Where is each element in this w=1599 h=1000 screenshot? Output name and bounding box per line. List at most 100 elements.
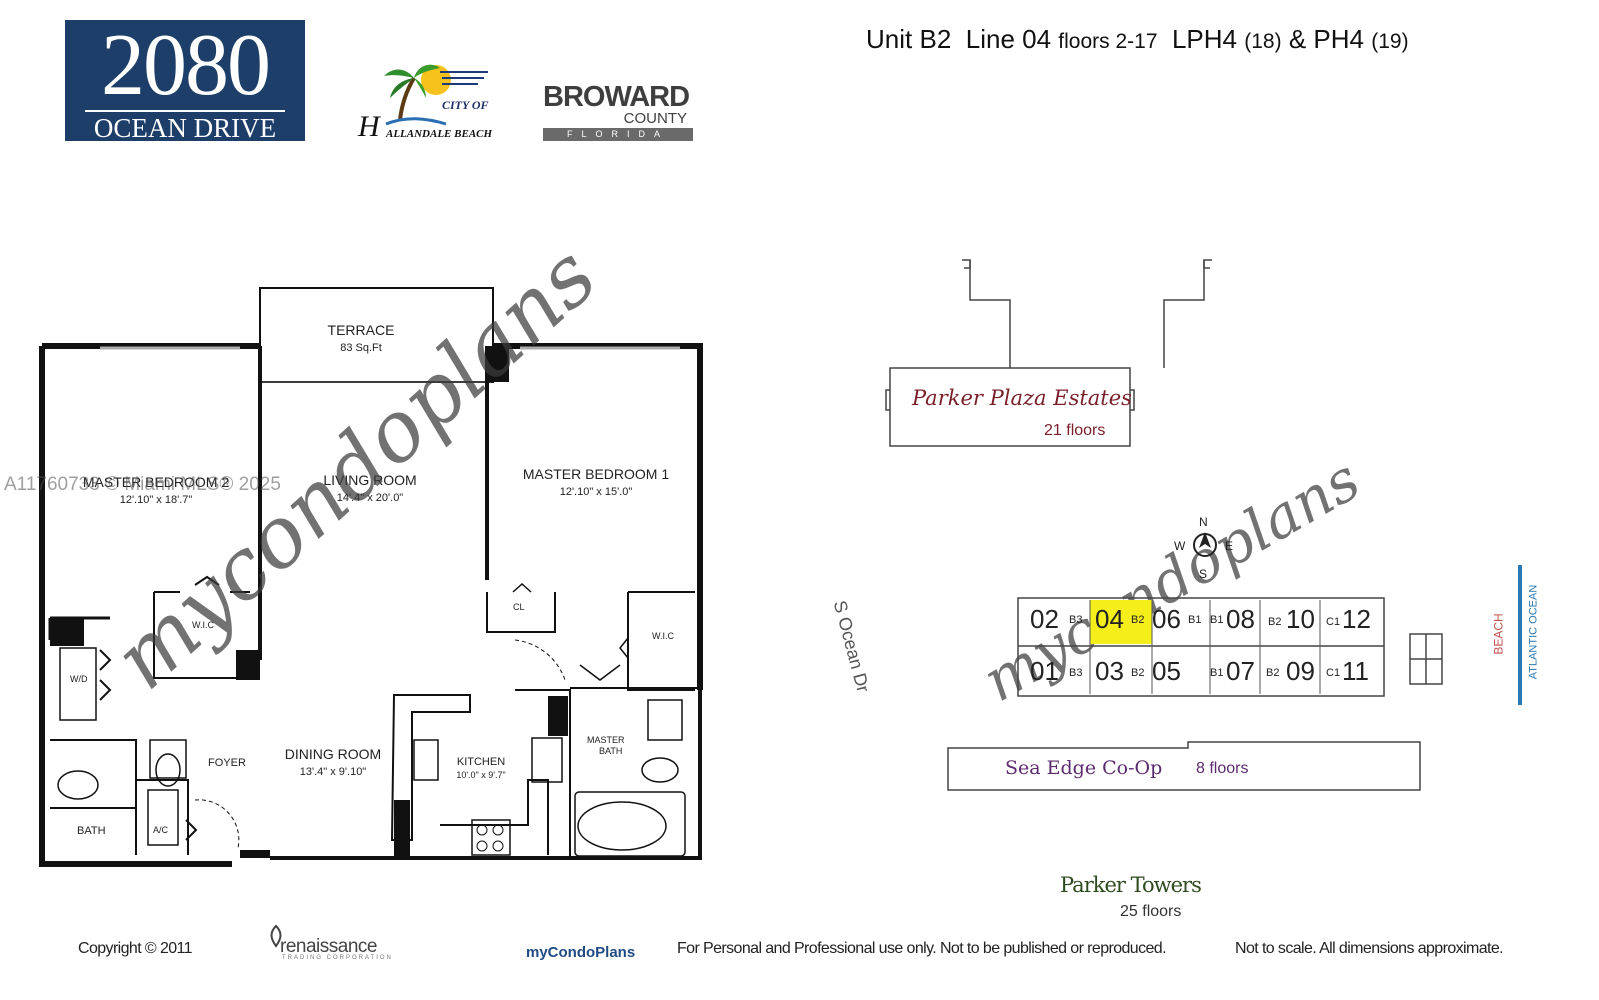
county-word: COUNTY <box>623 110 687 127</box>
room-name: LIVING ROOM <box>323 472 417 488</box>
parker-plaza-floors: 21 floors <box>1044 422 1106 439</box>
label-wic-left: W.I.C <box>192 620 214 630</box>
unit-number: 09 <box>1286 656 1315 686</box>
room-dims: 12'.10" x 15'.0" <box>559 486 633 498</box>
street-label: S Ocean Dr <box>829 598 874 695</box>
floors-label: floors 2-17 <box>1058 30 1158 53</box>
room-terrace: TERRACE 83 Sq.Ft <box>328 322 395 354</box>
parker-towers-floors: 25 floors <box>1120 903 1182 920</box>
sea-edge-name: Sea Edge Co-Op <box>1005 757 1163 779</box>
parker-towers-name: Parker Towers <box>1060 873 1202 897</box>
unit-number: 05 <box>1152 656 1181 686</box>
room-dims: 12'.10" x 18'.7" <box>119 494 193 506</box>
room-name: KITCHEN <box>456 756 506 768</box>
city-of-text: CITY OF <box>442 98 489 112</box>
lph-label: LPH4 <box>1171 24 1238 54</box>
unit-number: 04 <box>1095 604 1124 634</box>
renaissance-name: renaissance <box>280 936 377 957</box>
room-master-bedroom-2: MASTER BEDROOM 2 12'.10" x 18'.7" <box>83 474 229 506</box>
beach-label: BEACH <box>1491 613 1506 655</box>
lph-floor: (18) <box>1244 30 1282 53</box>
room-dims: 14'.4" x 20'.0" <box>336 492 404 504</box>
county-logo: BROWARD COUNTY FLORIDA <box>543 82 695 144</box>
room-name: DINING ROOM <box>284 746 382 762</box>
unit-type-label: B3 <box>1069 667 1083 679</box>
room-name: MASTER BEDROOM 1 <box>522 466 670 482</box>
unit-type-label: B2 <box>1268 616 1282 628</box>
room-master-bedroom-1: MASTER BEDROOM 1 12'.10" x 15'.0" <box>523 466 669 498</box>
logo-subtitle: OCEAN DRIVE <box>93 113 277 143</box>
compass-s: S <box>1199 567 1208 581</box>
label-foyer: FOYER <box>208 757 246 769</box>
unit-number: 01 <box>1030 656 1059 686</box>
label-closet: CL <box>513 602 525 612</box>
usage-notice: For Personal and Professional use only. … <box>677 940 1167 957</box>
unit-number: 06 <box>1152 604 1181 634</box>
logo-rule <box>85 110 285 112</box>
ph-label: PH4 <box>1313 24 1364 54</box>
unit-number: 12 <box>1342 604 1371 634</box>
building-logo: 2080 OCEAN DRIVE <box>65 17 305 143</box>
amp: & <box>1288 24 1307 54</box>
unit-type: B2 <box>919 24 952 54</box>
unit-number: 11 <box>1342 656 1369 686</box>
city-logo: CITY OF H ALLANDALE BEACH <box>356 58 496 146</box>
line-number: 04 <box>1022 24 1052 54</box>
compass-rose <box>1193 532 1217 557</box>
label-bath: BATH <box>77 825 106 837</box>
highlighted-unit <box>1090 600 1152 644</box>
logo-number: 2080 <box>101 17 271 114</box>
unit-type-label: B1 <box>1210 614 1224 626</box>
sea-edge-floors: 8 floors <box>1196 760 1249 777</box>
unit-type-label: B2 <box>1266 667 1280 679</box>
unit-number: 10 <box>1286 604 1315 634</box>
ocean-label: ATLANTIC OCEAN <box>1527 584 1540 680</box>
scale-notice: Not to scale. All dimensions approximate… <box>1235 940 1504 957</box>
label-master-bath-1: MASTER <box>587 735 625 745</box>
unit-type-label: B1 <box>1210 667 1224 679</box>
mls-watermark: A11760733 © Miami MLS® 2025 <box>4 474 281 495</box>
unit-number: 02 <box>1030 604 1059 634</box>
room-dims: 13'.4" x 9'.10" <box>299 766 367 778</box>
palm-sun-icon <box>384 64 488 126</box>
parker-plaza-name: Parker Plaza Estates <box>912 386 1132 410</box>
label-wic-right: W.I.C <box>652 631 674 641</box>
copyright: Copyright © 2011 <box>78 940 193 957</box>
compass-n: N <box>1199 515 1208 529</box>
room-kitchen: KITCHEN 10'.0" x 9'.7" <box>456 756 505 780</box>
county-name: BROWARD <box>543 81 690 113</box>
unit-number: 07 <box>1226 656 1255 686</box>
room-living: LIVING ROOM 14'.4" x 20'.0" <box>323 472 416 504</box>
city-name: ALLANDALE BEACH <box>386 128 493 140</box>
compass-e: E <box>1225 539 1234 553</box>
unit-label: Unit <box>866 24 913 54</box>
state-bar: FLORIDA <box>543 128 693 141</box>
renaissance-mark-icon <box>270 924 282 948</box>
renaissance-logo: renaissance TRADING CORPORATION <box>266 922 396 962</box>
renaissance-sub: TRADING CORPORATION <box>282 955 393 961</box>
ph-floor: (19) <box>1371 30 1409 53</box>
room-name: TERRACE <box>327 322 395 338</box>
room-dining: DINING ROOM 13'.4" x 9'.10" <box>285 746 381 778</box>
unit-type-label: C1 <box>1326 616 1341 628</box>
unit-type-label: B3 <box>1069 614 1083 626</box>
compass-w: W <box>1174 539 1186 553</box>
room-dims: 83 Sq.Ft <box>340 342 382 354</box>
label-washer-dryer: W/D <box>70 674 88 684</box>
floor-plan <box>39 287 703 867</box>
unit-type-label: B2 <box>1131 667 1145 679</box>
line-label: Line <box>965 24 1015 54</box>
site-plan <box>885 259 1522 791</box>
label-ac: A/C <box>153 825 169 835</box>
unit-number: 08 <box>1226 604 1255 634</box>
room-dims: 10'.0" x 9'.7" <box>456 770 506 780</box>
mycondoplans-brand: myCondoPlans <box>526 944 636 961</box>
unit-type-label: C1 <box>1326 667 1341 679</box>
label-master-bath-2: BATH <box>599 746 623 756</box>
unit-type-label: B2 <box>1131 614 1145 626</box>
room-name: MASTER BEDROOM 2 <box>82 474 230 490</box>
unit-number: 03 <box>1095 656 1124 686</box>
city-initial: H <box>358 110 380 143</box>
unit-line-title: Unit B2 Line 04 floors 2-17 LPH4 (18) & … <box>866 24 1409 55</box>
unit-type-label: B1 <box>1188 614 1202 626</box>
